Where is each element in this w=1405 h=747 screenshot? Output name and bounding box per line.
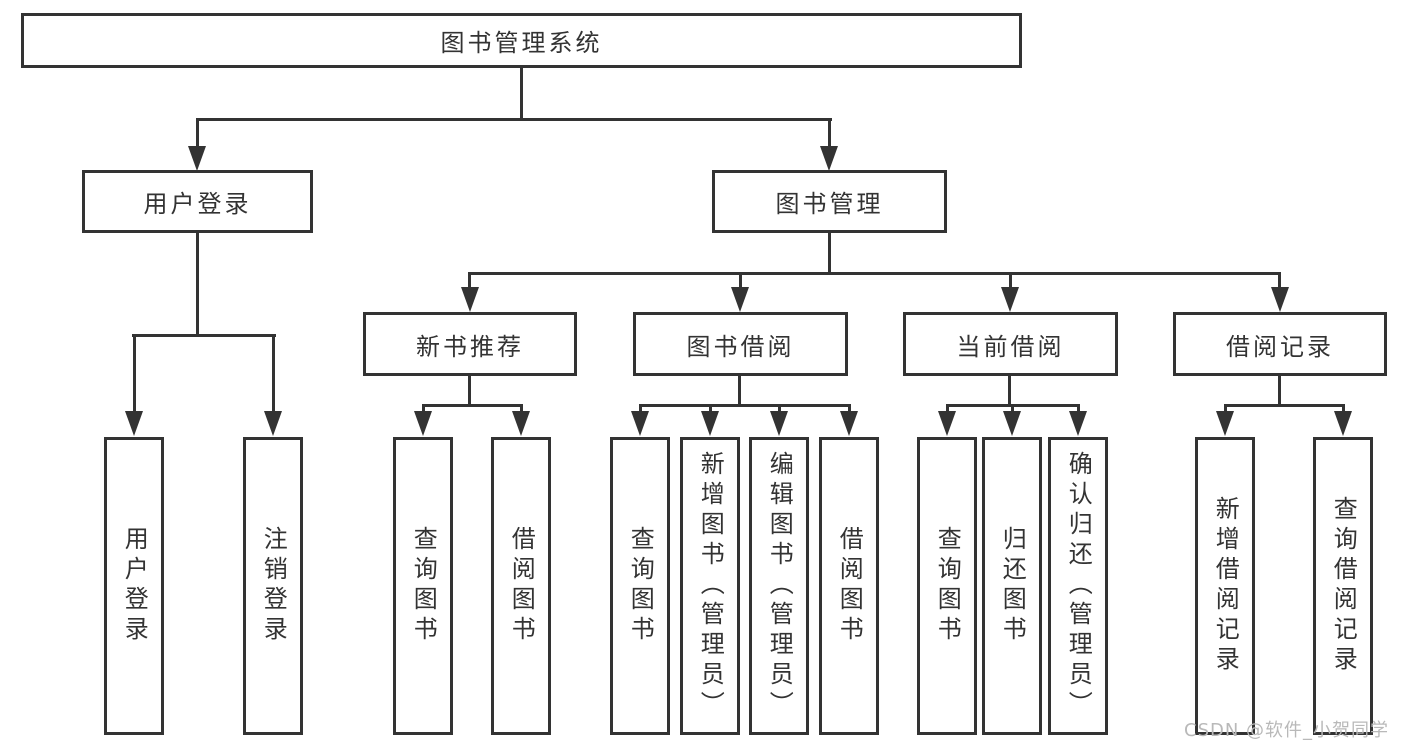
connector-line	[422, 404, 425, 414]
arrow-down-icon	[820, 146, 838, 171]
connector-line	[196, 118, 199, 150]
connector-line	[468, 272, 1281, 275]
arrow-down-icon	[1334, 411, 1352, 436]
node-new-book-recommend: 新书推荐	[363, 312, 577, 376]
leaf-logout: 注销登录	[243, 437, 303, 735]
connector-line	[946, 404, 949, 414]
node-book-borrowing: 图书借阅	[633, 312, 848, 376]
watermark: CSDN @软件_小贺同学	[1184, 720, 1390, 741]
node-label: 当前借阅	[956, 332, 1065, 361]
leaf-query-borrow-record: 查询借阅记录	[1313, 437, 1373, 735]
node-label: 用户登录	[120, 526, 149, 646]
connector-line	[778, 404, 781, 414]
leaf-confirm-return-admin: 确认归还（管理员）	[1048, 437, 1108, 735]
node-label: 新书推荐	[416, 332, 524, 361]
connector-line	[520, 68, 523, 120]
connector-line	[828, 118, 831, 150]
arrow-down-icon	[264, 411, 282, 436]
connector-line	[1224, 404, 1227, 414]
arrow-down-icon	[512, 411, 530, 436]
node-label: 注销登录	[259, 526, 288, 646]
node-label: 图书借阅	[686, 332, 795, 361]
connector-line	[738, 376, 741, 406]
node-label: 借阅图书	[835, 526, 864, 646]
node-label: 借阅记录	[1226, 332, 1334, 361]
arrow-down-icon	[701, 411, 719, 436]
connector-line	[196, 118, 832, 121]
connector-line	[132, 334, 276, 337]
node-book-management: 图书管理	[712, 170, 947, 233]
arrow-down-icon	[1271, 287, 1289, 312]
node-label: 新增图书（管理员）	[696, 451, 725, 721]
arrow-down-icon	[1001, 287, 1019, 312]
connector-line	[1011, 404, 1014, 414]
node-label: 查询图书	[626, 526, 655, 646]
leaf-query-books-recommend: 查询图书	[393, 437, 453, 735]
leaf-return-books: 归还图书	[982, 437, 1042, 735]
node-label: 新增借阅记录	[1211, 496, 1240, 676]
node-label: 查询借阅记录	[1329, 496, 1358, 676]
connector-line	[133, 334, 136, 414]
connector-line	[1278, 272, 1281, 288]
connector-line	[272, 334, 275, 414]
leaf-borrow-books: 借阅图书	[819, 437, 879, 735]
connector-line	[422, 404, 523, 407]
leaf-edit-books-admin: 编辑图书（管理员）	[749, 437, 809, 735]
arrow-down-icon	[770, 411, 788, 436]
node-label: 用户登录	[143, 190, 252, 218]
connector-line	[1278, 376, 1281, 406]
connector-line	[709, 404, 712, 414]
leaf-query-books-borrow: 查询图书	[610, 437, 670, 735]
node-label: 确认归还（管理员）	[1064, 451, 1093, 721]
arrow-down-icon	[840, 411, 858, 436]
node-label: 查询图书	[933, 526, 962, 646]
node-label: 图书管理	[775, 190, 884, 218]
connector-line	[1008, 376, 1011, 406]
node-label: 借阅图书	[507, 526, 536, 646]
leaf-borrow-books-recommend: 借阅图书	[491, 437, 551, 735]
connector-line	[1077, 404, 1080, 414]
arrow-down-icon	[125, 411, 143, 436]
node-label: 图书管理系统	[440, 29, 603, 57]
node-library-management-system: 图书管理系统	[21, 13, 1022, 68]
connector-line	[739, 272, 742, 288]
connector-line	[639, 404, 642, 414]
arrow-down-icon	[1216, 411, 1234, 436]
arrow-down-icon	[731, 287, 749, 312]
node-borrowing-records: 借阅记录	[1173, 312, 1387, 376]
node-current-borrowing: 当前借阅	[903, 312, 1118, 376]
node-label: 查询图书	[409, 526, 438, 646]
connector-line	[1009, 272, 1012, 288]
connector-line	[468, 272, 471, 288]
connector-line	[828, 233, 831, 274]
connector-line	[1342, 404, 1345, 414]
leaf-user-login: 用户登录	[104, 437, 164, 735]
arrow-down-icon	[188, 146, 206, 171]
node-user-login: 用户登录	[82, 170, 313, 233]
node-label: 归还图书	[998, 526, 1027, 646]
connector-line	[848, 404, 851, 414]
connector-line	[468, 376, 471, 406]
arrow-down-icon	[1069, 411, 1087, 436]
connector-line	[520, 404, 523, 414]
arrow-down-icon	[631, 411, 649, 436]
connector-line	[639, 404, 851, 407]
connector-line	[196, 233, 199, 336]
leaf-query-books-current: 查询图书	[917, 437, 977, 735]
arrow-down-icon	[938, 411, 956, 436]
leaf-add-books-admin: 新增图书（管理员）	[680, 437, 740, 735]
leaf-add-borrow-record: 新增借阅记录	[1195, 437, 1255, 735]
arrow-down-icon	[1003, 411, 1021, 436]
arrow-down-icon	[414, 411, 432, 436]
connector-line	[1224, 404, 1344, 407]
arrow-down-icon	[461, 287, 479, 312]
node-label: 编辑图书（管理员）	[765, 451, 794, 721]
